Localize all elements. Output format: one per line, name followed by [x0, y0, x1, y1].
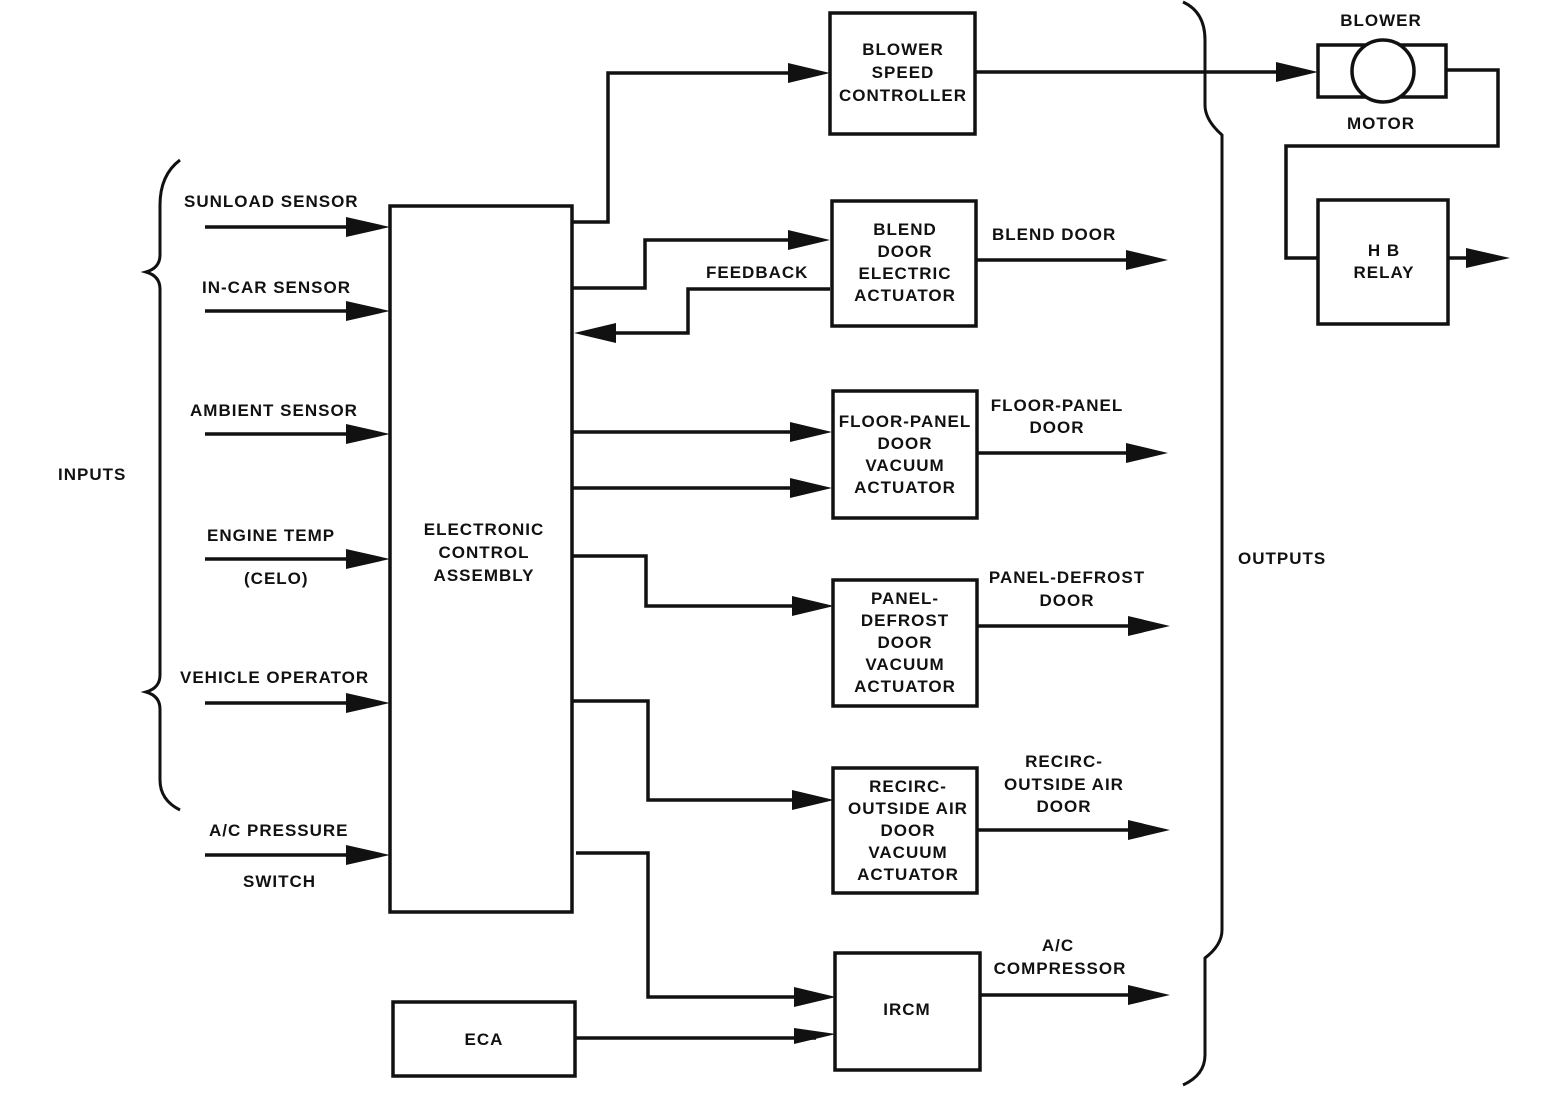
output-arrows	[975, 62, 1318, 1005]
recirc-door-line2: OUTSIDE AIR	[1004, 775, 1124, 794]
outputs-title: OUTPUTS	[1238, 549, 1326, 568]
electronic-control-assembly-box	[388, 204, 574, 914]
engine-temp-label: ENGINE TEMP	[207, 526, 335, 545]
defrost-door-line2: DOOR	[1040, 591, 1095, 610]
defrost-actuator-line3: DOOR	[878, 633, 933, 652]
floor-actuator-line3: VACUUM	[865, 456, 944, 475]
blower-controller-line2: SPEED	[872, 63, 935, 82]
floor-panel-actuator-box	[831, 389, 979, 520]
ambient-sensor-label: AMBIENT SENSOR	[190, 401, 358, 420]
recirc-actuator-line3: DOOR	[881, 821, 936, 840]
recirc-actuator-line5: ACTUATOR	[857, 865, 959, 884]
blower-controller-text: BLOWER SPEED CONTROLLER	[839, 40, 967, 105]
sunload-sensor-label: SUNLOAD SENSOR	[184, 192, 359, 211]
eca-box	[391, 1000, 577, 1078]
ac-pressure-label: A/C PRESSURE	[209, 821, 349, 840]
defrost-actuator-line5: ACTUATOR	[854, 677, 956, 696]
ac-compressor-line2: COMPRESSOR	[994, 959, 1127, 978]
defrost-door-line1: PANEL-DEFROST	[989, 568, 1145, 587]
blend-actuator-line4: ACTUATOR	[854, 286, 956, 305]
switch-label: SWITCH	[243, 872, 316, 891]
inputs-brace	[140, 158, 181, 812]
blower-controller-line1: BLOWER	[862, 40, 944, 59]
floor-actuator-text: FLOOR-PANEL DOOR VACUUM ACTUATOR	[839, 412, 972, 497]
ac-compressor-label: A/C COMPRESSOR	[994, 936, 1127, 978]
relay-output-arrow	[1466, 248, 1510, 268]
celo-label: (CELO)	[244, 569, 309, 588]
ac-compressor-line1: A/C	[1042, 936, 1074, 955]
hb-relay-line2: RELAY	[1353, 263, 1414, 282]
blower-motor-top-label: BLOWER	[1340, 11, 1422, 30]
blend-door-label: BLEND DOOR	[992, 225, 1116, 244]
floor-actuator-line4: ACTUATOR	[854, 478, 956, 497]
floor-actuator-line1: FLOOR-PANEL	[839, 412, 972, 431]
ircm-box	[833, 951, 982, 1072]
input-arrows	[205, 217, 390, 865]
control-wiring	[572, 63, 836, 1044]
ircm-label: IRCM	[883, 1000, 930, 1019]
blend-actuator-line3: ELECTRIC	[859, 264, 952, 283]
hb-relay-box	[1316, 198, 1450, 326]
defrost-actuator-line4: VACUUM	[865, 655, 944, 674]
defrost-actuator-text: PANEL- DEFROST DOOR VACUUM ACTUATOR	[854, 589, 956, 696]
blend-actuator-line1: BLEND	[873, 220, 937, 239]
recirc-actuator-box	[831, 766, 979, 895]
hb-relay-line1: H B	[1368, 241, 1400, 260]
control-assembly-line2: CONTROL	[438, 543, 529, 562]
defrost-actuator-line2: DEFROST	[861, 611, 949, 630]
control-assembly-line3: ASSEMBLY	[434, 566, 535, 585]
feedback-label: FEEDBACK	[706, 263, 808, 282]
blend-door-actuator-box	[830, 199, 978, 328]
floor-door-label: FLOOR-PANEL DOOR	[991, 396, 1124, 437]
blower-speed-controller-box	[828, 11, 977, 136]
floor-door-line2: DOOR	[1030, 418, 1085, 437]
inputs-title: INPUTS	[58, 465, 126, 484]
vehicle-operator-label: VEHICLE OPERATOR	[180, 668, 369, 687]
floor-door-line1: FLOOR-PANEL	[991, 396, 1124, 415]
defrost-actuator-line1: PANEL-	[871, 589, 939, 608]
blend-actuator-text: BLEND DOOR ELECTRIC ACTUATOR	[854, 220, 956, 305]
floor-actuator-line2: DOOR	[878, 434, 933, 453]
recirc-actuator-text: RECIRC- OUTSIDE AIR DOOR VACUUM ACTUATOR	[848, 777, 968, 884]
blend-actuator-line2: DOOR	[878, 242, 933, 261]
recirc-door-label: RECIRC- OUTSIDE AIR DOOR	[1004, 752, 1124, 816]
recirc-actuator-line1: RECIRC-	[869, 777, 947, 796]
motor-symbol	[1350, 38, 1416, 104]
recirc-door-line1: RECIRC-	[1025, 752, 1103, 771]
panel-defrost-actuator-box	[831, 578, 979, 708]
recirc-actuator-line2: OUTSIDE AIR	[848, 799, 968, 818]
control-assembly-label: ELECTRONIC CONTROL ASSEMBLY	[424, 520, 545, 585]
blower-controller-line3: CONTROLLER	[839, 86, 967, 105]
in-car-sensor-label: IN-CAR SENSOR	[202, 278, 351, 297]
control-assembly-line1: ELECTRONIC	[424, 520, 545, 539]
outputs-brace	[1182, 0, 1224, 1087]
defrost-door-label: PANEL-DEFROST DOOR	[989, 568, 1145, 610]
recirc-actuator-line4: VACUUM	[868, 843, 947, 862]
blower-motor	[1316, 38, 1448, 104]
recirc-door-line3: DOOR	[1037, 797, 1092, 816]
motor-relay-wire	[1284, 68, 1500, 260]
eca-label: ECA	[465, 1030, 504, 1049]
blower-motor-bottom-label: MOTOR	[1347, 114, 1415, 133]
